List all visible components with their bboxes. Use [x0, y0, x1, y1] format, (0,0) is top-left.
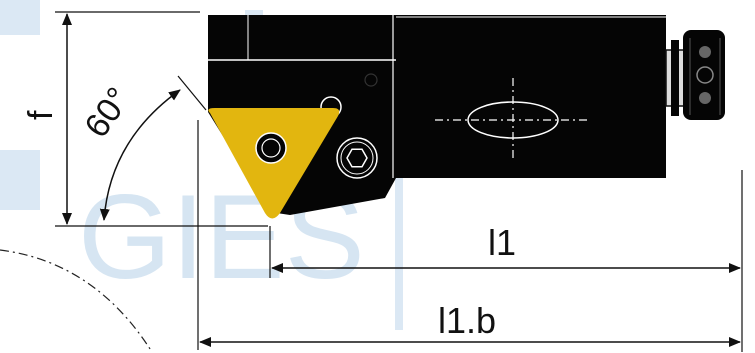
triangular-insert-icon — [208, 108, 340, 219]
extension-lines — [55, 11, 743, 352]
angle-arc — [99, 89, 181, 221]
label-l1: l1 — [488, 222, 516, 263]
center-mark-icon — [435, 78, 590, 162]
knurled-knob-icon — [665, 30, 725, 120]
label-l1b: l1.b — [438, 300, 496, 341]
label-angle: 60° — [77, 81, 138, 145]
label-f: f — [22, 110, 60, 120]
holder-body — [208, 15, 666, 215]
hex-socket-screw-icon — [336, 137, 378, 179]
workpiece-arc — [0, 249, 153, 353]
